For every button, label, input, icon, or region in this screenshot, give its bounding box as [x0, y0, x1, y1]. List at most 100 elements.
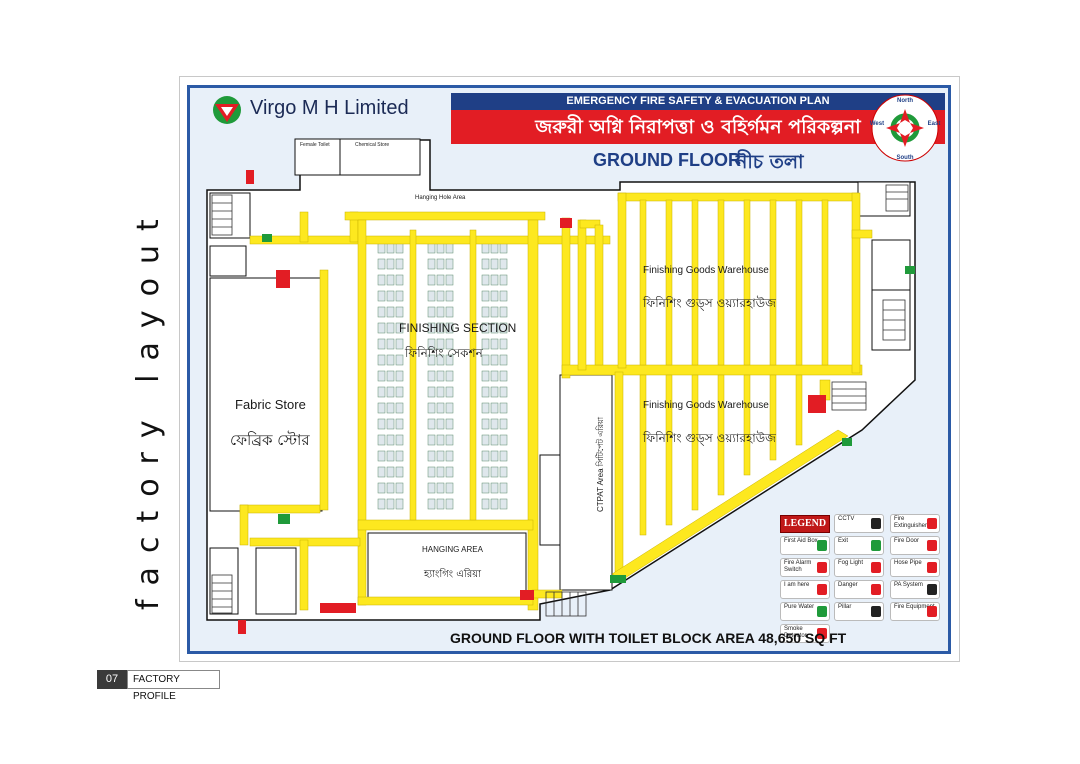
work-table — [499, 386, 508, 398]
work-table — [436, 322, 445, 334]
legend-item: Exit — [834, 536, 884, 555]
evacuation-aisles — [239, 192, 873, 611]
work-table — [481, 322, 490, 334]
work-table — [481, 338, 490, 350]
work-table — [436, 386, 445, 398]
legend-symbol-icon — [817, 584, 827, 595]
finishing-section-label-bangla: ফিনিশিং সেকশন — [405, 346, 483, 360]
fabric-store-room — [209, 277, 323, 512]
chemical-store-label: Chemical Store — [355, 142, 390, 148]
legend-symbol-icon — [927, 562, 937, 573]
work-table — [386, 418, 395, 430]
legend-item-label: Pillar — [838, 604, 852, 610]
work-table — [481, 258, 490, 270]
aisle-segment — [851, 229, 873, 239]
aisle-segment — [357, 596, 534, 606]
aisle-segment — [561, 217, 571, 379]
legend-item-label: Fire Extinguisher — [894, 516, 928, 529]
aisle-segment — [691, 374, 699, 511]
work-table — [481, 242, 490, 254]
warehouse-bottom-label-bangla: ফিনিশিং গুড্‌স ওয়্যারহাউজ — [643, 431, 776, 445]
legend-item: Fire Extinguisher — [890, 514, 940, 533]
warehouse-bottom-label: Finishing Goods Warehouse — [643, 400, 769, 411]
hanging-hole-label: Hanging Hole Area — [415, 195, 466, 201]
work-table — [386, 466, 395, 478]
work-table — [427, 274, 436, 286]
work-table — [377, 418, 386, 430]
work-table — [499, 274, 508, 286]
legend-title: LEGEND — [780, 515, 830, 533]
work-table — [377, 242, 386, 254]
work-table — [377, 306, 386, 318]
work-table — [436, 274, 445, 286]
legend-symbol-icon — [871, 584, 881, 595]
aisle-segment — [561, 364, 863, 376]
work-table — [481, 402, 490, 414]
compass-north: North — [897, 98, 913, 104]
company-name: Virgo M H Limited — [250, 97, 409, 119]
finishing-desks — [377, 242, 508, 510]
legend-symbol-icon — [871, 606, 881, 617]
work-table — [386, 386, 395, 398]
work-table — [490, 434, 499, 446]
work-table — [445, 402, 454, 414]
work-table — [445, 370, 454, 382]
work-table — [386, 482, 395, 494]
work-table — [436, 466, 445, 478]
compass-east: East — [928, 121, 941, 127]
legend-item-label: CCTV — [838, 516, 855, 522]
work-table — [481, 450, 490, 462]
work-table — [499, 450, 508, 462]
work-table — [499, 354, 508, 366]
work-table — [436, 354, 445, 366]
legend-item-label: Exit — [838, 538, 849, 544]
work-table — [436, 338, 445, 350]
work-table — [427, 386, 436, 398]
legend-item-label: Fire Door — [894, 538, 920, 544]
work-table — [499, 466, 508, 478]
legend-item: Fire Door — [890, 536, 940, 555]
work-table — [481, 306, 490, 318]
work-table — [386, 242, 395, 254]
legend-symbol-icon — [871, 540, 881, 551]
work-table — [445, 354, 454, 366]
legend-item: Fog Light — [834, 558, 884, 577]
floor-title: GROUND FLOOR — [593, 150, 741, 170]
work-table — [490, 450, 499, 462]
work-table — [395, 402, 404, 414]
work-table — [490, 322, 499, 334]
work-table — [481, 482, 490, 494]
work-table — [445, 338, 454, 350]
work-table — [427, 434, 436, 446]
work-table — [490, 274, 499, 286]
work-table — [499, 482, 508, 494]
aisle-segment — [614, 371, 624, 583]
work-table — [395, 498, 404, 510]
work-table — [445, 258, 454, 270]
work-table — [445, 290, 454, 302]
work-table — [377, 402, 386, 414]
work-table — [445, 482, 454, 494]
work-table — [445, 306, 454, 318]
work-table — [445, 242, 454, 254]
finishing-section-label: FINISHING SECTION — [399, 321, 517, 335]
stairs — [211, 184, 909, 617]
plan-title-bangla: জরুরী অগ্নি নিরাপত্তা ও বহির্গমন পরিকল্প… — [451, 110, 945, 144]
work-table — [427, 258, 436, 270]
work-table — [377, 338, 386, 350]
work-table — [499, 242, 508, 254]
fabric-store-label-bangla: ফেব্রিক স্টোর — [230, 431, 310, 449]
aisle-segment — [579, 219, 601, 229]
aisle-segment — [357, 519, 534, 531]
aisle-segment — [717, 374, 725, 496]
aisle-segment — [691, 199, 699, 366]
work-table — [395, 450, 404, 462]
work-table — [481, 386, 490, 398]
work-table — [395, 434, 404, 446]
legend-item-label: Smoke Detector — [784, 626, 807, 639]
aisle-segment — [409, 229, 417, 521]
work-table — [436, 290, 445, 302]
work-table — [386, 450, 395, 462]
work-table — [445, 450, 454, 462]
hanging-area-label: HANGING AREA — [422, 545, 483, 554]
